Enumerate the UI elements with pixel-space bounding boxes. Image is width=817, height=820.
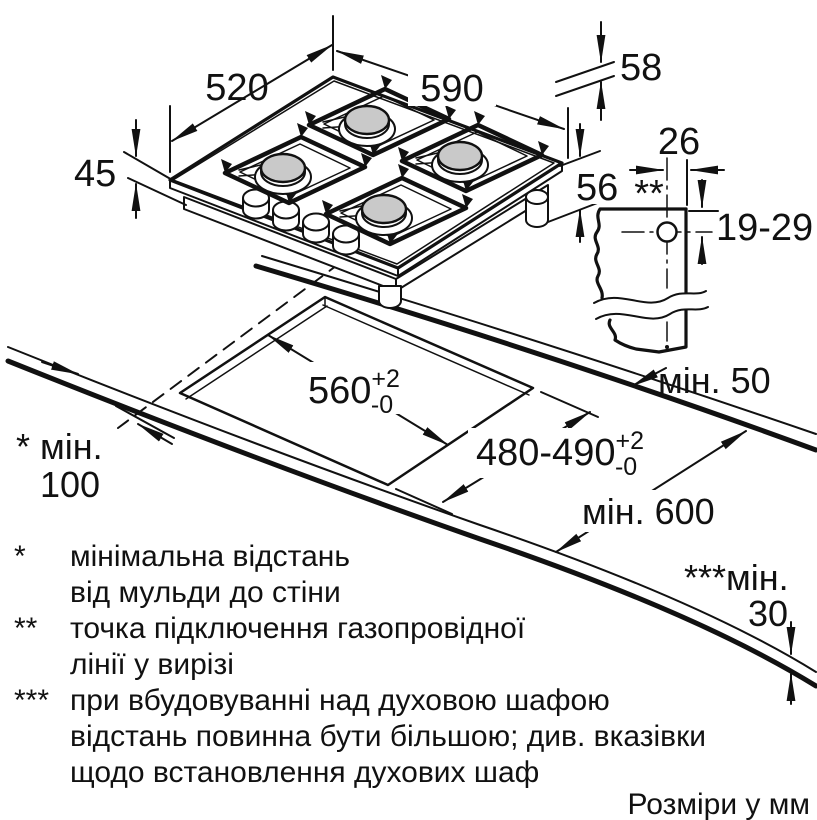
worktop-front-edge — [5, 358, 817, 689]
footnote-2-line1: точка підключення газопровідної — [70, 612, 526, 645]
gas-point-marker: ** — [634, 173, 664, 215]
min-wall-label-line1: * мін. — [16, 426, 103, 467]
gas-point-depth-dimension: 19-29 — [688, 179, 813, 265]
burner-cap — [360, 193, 408, 225]
cutout-width-label: 560+2-0 — [308, 365, 400, 419]
footnote-3-marker: *** — [14, 684, 49, 717]
break-line-top — [593, 290, 707, 304]
hob-width-dimension: 590 — [336, 50, 569, 159]
footnote-1-line1: мінімальна відстань — [70, 540, 350, 573]
burner-grate-right — [398, 111, 549, 194]
projection-dashed-line — [117, 262, 341, 429]
rear-strip-dimension: 58 — [555, 21, 662, 121]
footnote-1-line2: від мульди до стіни — [70, 576, 341, 609]
min-wall-distance-dimension: * мін. 100 — [16, 361, 175, 505]
gas-point-offset-dimension: 26 ** — [629, 121, 725, 215]
section-piece-upper — [593, 207, 688, 300]
break-line-bottom — [595, 306, 709, 320]
gas-connection-point — [656, 221, 678, 243]
hob-height-dimension: 45 — [74, 119, 187, 219]
min-worktop-depth-dimension: мін. 600 — [555, 430, 747, 553]
hob-illustration — [168, 75, 564, 309]
gas-connection-detail: 26 ** 19-29 — [593, 121, 813, 354]
footnote-2-line2: лінії у вирізі — [70, 648, 234, 681]
min-oven-label-line2: 30 — [748, 593, 788, 634]
min-rear-edge-dimension: мін. 50 — [631, 360, 771, 401]
hob-depth-label: 520 — [205, 67, 268, 109]
footnote-1-marker: * — [14, 540, 26, 573]
hob-foot-right-top — [525, 189, 549, 205]
gas-point-depth-label: 19-29 — [716, 207, 813, 249]
hob-depth-dimension: 520 — [169, 15, 334, 173]
units-note: Розміри у мм — [628, 788, 810, 820]
hob-width-label: 590 — [420, 68, 483, 110]
gas-point-offset-label: 26 — [658, 121, 700, 163]
min-oven-label-line1: ***мін. — [684, 557, 789, 598]
section-piece-lower — [607, 207, 688, 354]
hob-glass-rim — [172, 80, 555, 265]
worktop-front-edge-top — [7, 346, 817, 673]
worktop-rear-edge-top — [261, 255, 817, 435]
cutout-width-dimension: 560+2-0 — [267, 334, 449, 446]
install-height-label: 56 — [576, 167, 618, 209]
min-wall-label-line2: 100 — [40, 464, 100, 505]
footnote-2-marker: ** — [14, 612, 38, 645]
min-oven-clearance-dimension: ***мін. 30 — [684, 557, 796, 705]
min-worktop-depth-label: мін. 600 — [582, 491, 715, 532]
min-rear-edge-label: мін. 50 — [658, 360, 771, 401]
footnote-3-line1: при вбудовуванні над духовою шафою — [70, 684, 610, 717]
hob-height-label: 45 — [74, 153, 116, 195]
burner-grate-front — [322, 164, 473, 247]
burner-grate-left — [221, 123, 372, 206]
worktop-rear-edge — [253, 263, 817, 453]
burner-cap — [343, 104, 391, 136]
install-height-dimension: 56 — [547, 123, 618, 243]
footnote-3-line3: щодо встановлення духових шаф — [70, 756, 539, 789]
cutout-depth-label: 480-490+2-0 — [476, 427, 644, 481]
hob-glass-edge — [169, 162, 563, 277]
rear-strip-label: 58 — [620, 47, 662, 89]
hob-foot-front — [378, 285, 402, 309]
footnotes: * мінімальна відстань від мульди до стін… — [14, 540, 706, 789]
burner-cap — [259, 152, 307, 184]
footnote-3-line2: відстань повинна бути більшою; див. вказ… — [70, 720, 706, 753]
hob-foot-right — [525, 196, 549, 228]
burner-cap — [436, 140, 484, 172]
